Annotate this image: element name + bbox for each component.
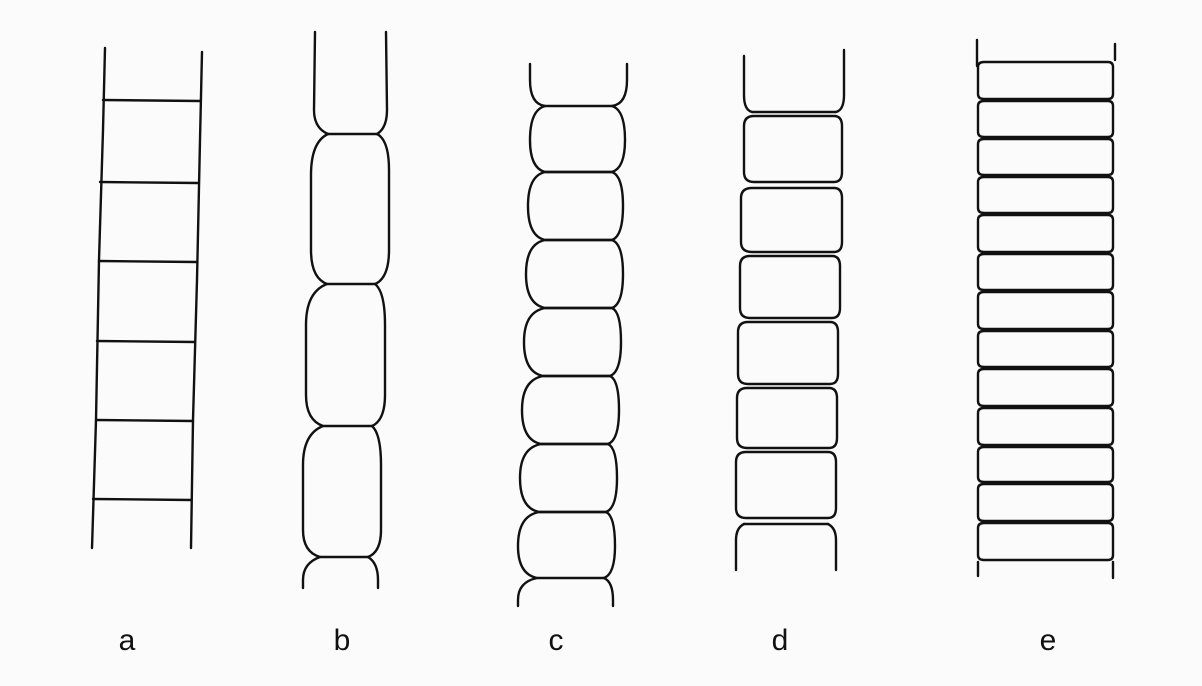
panel-label-b: b xyxy=(322,626,362,656)
panel-label-d: d xyxy=(760,626,800,656)
filament-b xyxy=(303,32,389,588)
panel-label-e: e xyxy=(1028,626,1068,656)
filament-e xyxy=(977,40,1115,578)
filament-a xyxy=(92,48,202,548)
panel-label-c: c xyxy=(536,626,576,656)
panel-label-a: a xyxy=(107,626,147,656)
filament-c xyxy=(518,64,627,606)
filament-d xyxy=(736,50,844,570)
